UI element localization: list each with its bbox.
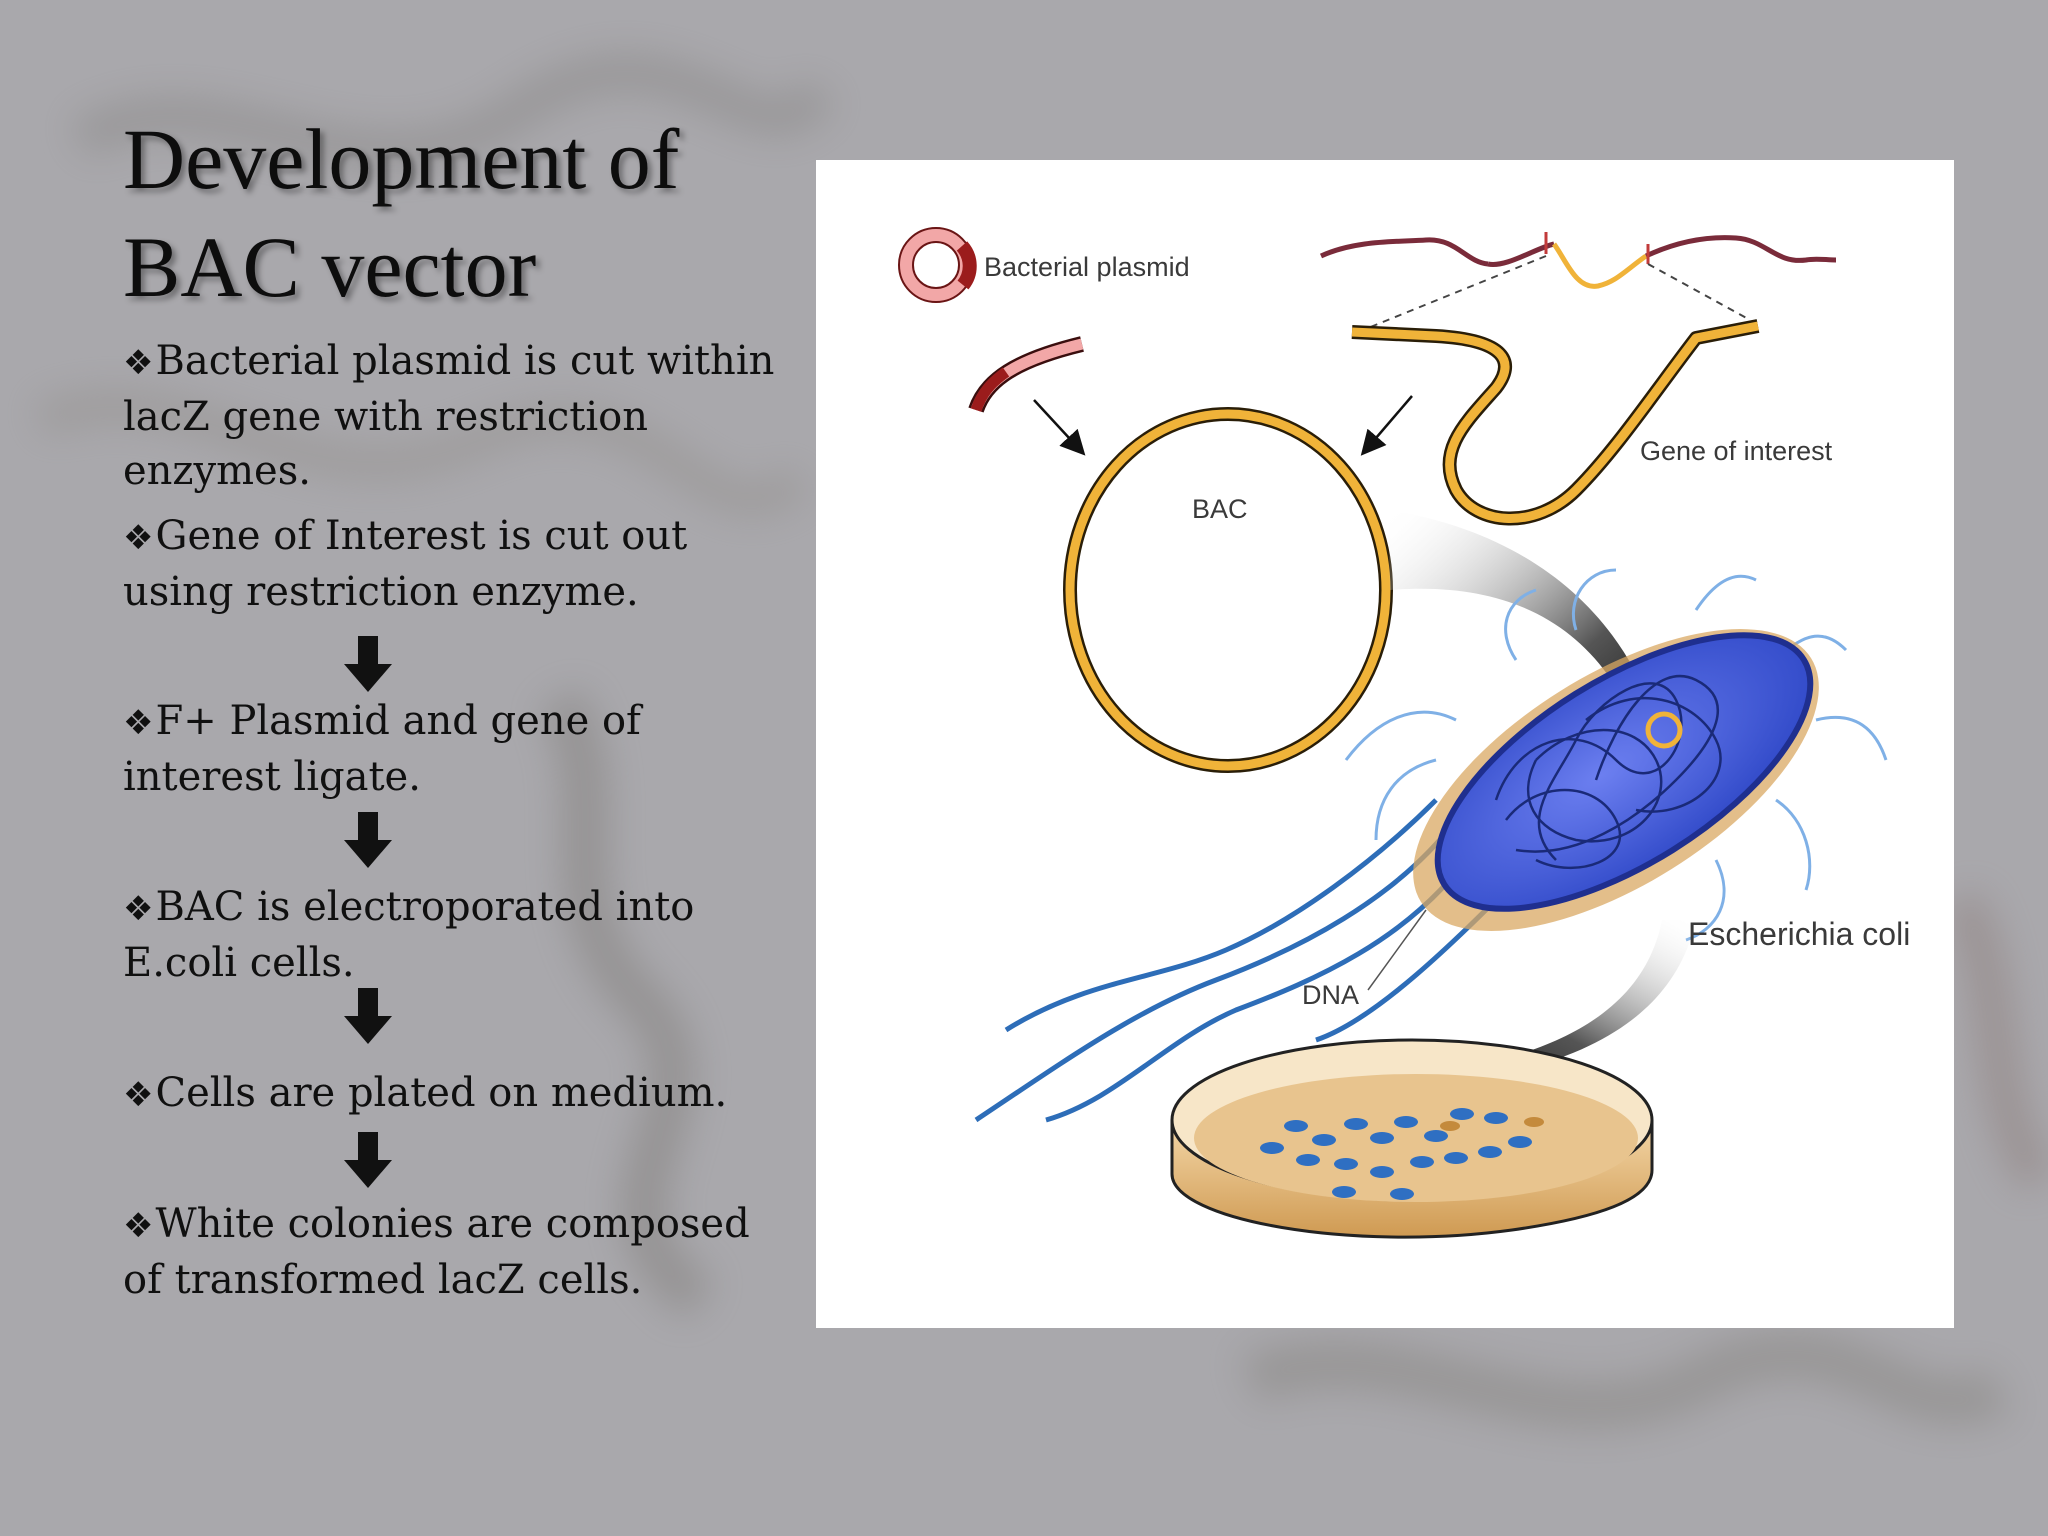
flagella — [974, 798, 1518, 1123]
insert-arrow — [1360, 395, 1413, 456]
label-gene-of-interest: Gene of interest — [1640, 436, 1833, 466]
slide-title: Development of BAC vector — [123, 111, 680, 315]
bullet-diamond-icon: ❖ — [123, 1075, 154, 1115]
label-dna: DNA — [1302, 980, 1360, 1010]
donor-dna-strand — [1319, 232, 1837, 329]
bullet-item: ❖BAC is electroporated into E.coli cells… — [123, 884, 695, 986]
bac-in-cell — [1645, 711, 1683, 749]
escherichia-coli-cell — [1413, 629, 1819, 931]
bac-diagram-illustration — [898, 227, 1888, 1239]
down-arrow-icon — [344, 812, 392, 868]
plasmid-fragment — [968, 336, 1084, 413]
label-bac: BAC — [1192, 494, 1248, 524]
down-arrow-icon — [344, 1132, 392, 1188]
bullet-diamond-icon: ❖ — [123, 518, 154, 558]
bac-diagram: Bacterial plasmid Gene of interest BAC E… — [816, 160, 1954, 1328]
bac-ring — [1063, 407, 1393, 773]
bullet-item: ❖F+ Plasmid and gene of interest ligate. — [123, 698, 641, 800]
bullet-diamond-icon: ❖ — [123, 889, 154, 929]
down-arrow-icon — [344, 988, 392, 1044]
transfer-arrow — [1388, 510, 1678, 778]
bullet-item: ❖Bacterial plasmid is cut within lacZ ge… — [123, 338, 775, 494]
gene-of-interest-segment — [1351, 319, 1760, 526]
label-escherichia-coli: Escherichia coli — [1688, 916, 1911, 952]
bullet-item: ❖Gene of Interest is cut out using restr… — [123, 513, 688, 615]
colonies — [1260, 1108, 1532, 1200]
bullet-diamond-icon: ❖ — [123, 343, 154, 383]
bullet-item: ❖White colonies are composed of transfor… — [123, 1201, 750, 1303]
label-bacterial-plasmid: Bacterial plasmid — [984, 252, 1190, 282]
insert-arrow — [1033, 399, 1086, 456]
petri-dish — [1170, 1038, 1654, 1239]
bullet-diamond-icon: ❖ — [123, 703, 154, 743]
bullet-item: ❖Cells are plated on medium. — [123, 1070, 728, 1116]
bullet-diamond-icon: ❖ — [123, 1206, 154, 1246]
dna-pointer — [1367, 909, 1427, 991]
down-arrow-icon — [344, 636, 392, 692]
bacterial-plasmid-icon — [898, 227, 977, 303]
